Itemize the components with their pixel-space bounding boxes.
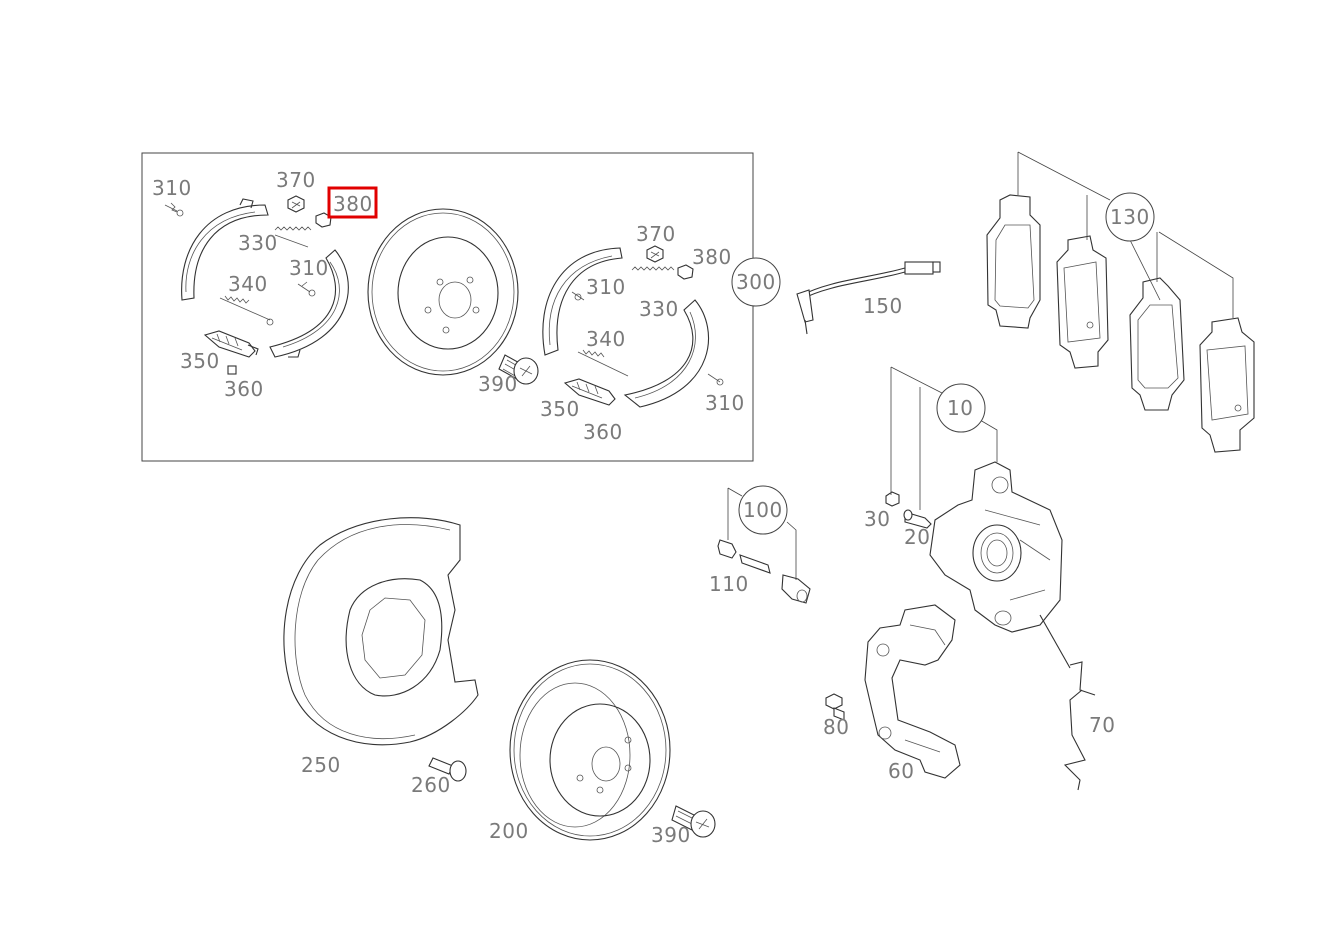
label-330[interactable]: 330 xyxy=(238,231,278,255)
spring-340-left[interactable] xyxy=(219,295,274,326)
label-390[interactable]: 390 xyxy=(651,823,691,847)
label-370[interactable]: 370 xyxy=(276,168,316,192)
cap-380-right[interactable] xyxy=(677,264,694,280)
parking-brake-kit-frame xyxy=(141,152,754,462)
label-380-highlighted[interactable]: 380 xyxy=(333,192,373,216)
cap-380-left[interactable] xyxy=(315,212,332,228)
label-350[interactable]: 350 xyxy=(180,349,220,373)
label-310[interactable]: 310 xyxy=(586,275,626,299)
label-390[interactable]: 390 xyxy=(478,372,518,396)
label-60[interactable]: 60 xyxy=(888,759,914,783)
screw-390-kit[interactable] xyxy=(498,354,539,385)
left-brake-shoe-lower[interactable] xyxy=(269,249,349,358)
spring-330-right[interactable] xyxy=(631,266,675,271)
label-310[interactable]: 310 xyxy=(152,176,192,200)
label-360[interactable]: 360 xyxy=(224,377,264,401)
label-10[interactable]: 10 xyxy=(947,396,973,420)
label-340[interactable]: 340 xyxy=(228,272,268,296)
screw-390[interactable] xyxy=(671,805,716,838)
spring-clip-70[interactable] xyxy=(1039,614,1096,791)
label-370[interactable]: 370 xyxy=(636,222,676,246)
brake-pad-3[interactable] xyxy=(1129,277,1185,411)
bubble-300 xyxy=(731,257,781,307)
brake-pad-4[interactable] xyxy=(1199,317,1255,453)
label-20[interactable]: 20 xyxy=(904,525,930,549)
wear-sensor-150[interactable] xyxy=(796,261,941,335)
brake-disc-200[interactable] xyxy=(509,659,671,841)
label-380[interactable]: 380 xyxy=(692,245,732,269)
bleed-screw-30[interactable] xyxy=(885,491,900,507)
caliper-bracket-60[interactable] xyxy=(864,604,961,779)
label-250[interactable]: 250 xyxy=(301,753,341,777)
label-100[interactable]: 100 xyxy=(743,498,783,522)
label-360[interactable]: 360 xyxy=(583,420,623,444)
label-70[interactable]: 70 xyxy=(1089,713,1115,737)
label-30[interactable]: 30 xyxy=(864,507,890,531)
guide-bolt-20[interactable] xyxy=(903,509,932,529)
right-brake-shoe-upper[interactable] xyxy=(542,247,623,356)
bolt-80[interactable] xyxy=(825,693,845,721)
brake-disc-drum[interactable] xyxy=(367,208,519,376)
brake-pad-2[interactable] xyxy=(1056,235,1109,369)
adjuster-350-left[interactable] xyxy=(203,330,259,358)
brake-pad-1[interactable] xyxy=(986,194,1041,329)
pin-310-right-2[interactable] xyxy=(707,373,724,386)
bubble-130 xyxy=(1105,192,1155,242)
label-260[interactable]: 260 xyxy=(411,773,451,797)
leader-lines xyxy=(727,151,1234,580)
pin-310-right[interactable] xyxy=(571,291,585,301)
right-brake-shoe-lower[interactable] xyxy=(623,299,710,408)
label-330[interactable]: 330 xyxy=(639,297,679,321)
clip-360-left[interactable] xyxy=(227,365,237,375)
label-340[interactable]: 340 xyxy=(586,327,626,351)
adjuster-350-right[interactable] xyxy=(563,378,616,406)
label-300[interactable]: 300 xyxy=(736,270,776,294)
label-80[interactable]: 80 xyxy=(823,715,849,739)
spring-330-left[interactable] xyxy=(274,226,312,248)
splash-shield-250[interactable] xyxy=(283,517,479,746)
cap-370-left[interactable] xyxy=(287,195,305,213)
label-110[interactable]: 110 xyxy=(709,572,749,596)
left-brake-shoe-upper[interactable] xyxy=(181,198,269,301)
brake-caliper[interactable] xyxy=(929,461,1063,633)
bubble-100 xyxy=(738,485,788,535)
label-310[interactable]: 310 xyxy=(289,256,329,280)
label-130[interactable]: 130 xyxy=(1110,205,1150,229)
highlight-box-380 xyxy=(327,186,378,219)
bubble-10 xyxy=(936,383,986,433)
label-310[interactable]: 310 xyxy=(705,391,745,415)
guide-sleeve-110[interactable] xyxy=(717,539,811,604)
pin-310-left[interactable] xyxy=(164,202,184,217)
label-200[interactable]: 200 xyxy=(489,819,529,843)
label-350[interactable]: 350 xyxy=(540,397,580,421)
spring-340-right[interactable] xyxy=(577,349,629,377)
pin-310-left-2[interactable] xyxy=(297,281,316,297)
cap-370-right[interactable] xyxy=(646,245,664,263)
bolt-260[interactable] xyxy=(428,757,467,782)
label-150[interactable]: 150 xyxy=(863,294,903,318)
